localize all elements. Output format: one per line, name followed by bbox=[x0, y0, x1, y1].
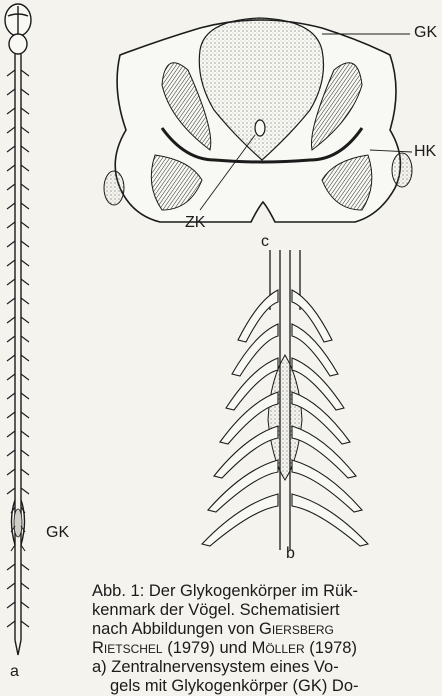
nerve-root bbox=[7, 393, 15, 399]
glycogen-body-a bbox=[14, 509, 22, 537]
figure-c-cross-section bbox=[90, 10, 420, 238]
nerve-root bbox=[21, 355, 29, 361]
nerve-root bbox=[7, 374, 15, 380]
caption-line-5: a) Zentralnervensystem eines Vo- bbox=[92, 658, 442, 677]
nerve-root bbox=[7, 564, 15, 570]
nerve-root bbox=[7, 621, 15, 627]
nerve-root bbox=[21, 393, 29, 399]
nerve-root bbox=[21, 298, 29, 304]
label-gk-a: GK bbox=[46, 524, 69, 542]
nerve-root bbox=[7, 488, 15, 494]
nerve-root bbox=[21, 184, 29, 190]
nerve-root bbox=[21, 146, 29, 152]
central-canal bbox=[255, 120, 265, 136]
caption-line-3: nach Abbildungen von Giersberg bbox=[92, 620, 442, 639]
nerve-root bbox=[21, 241, 29, 247]
caption-line-4: Rietschel (1979) und Möller (1978) bbox=[92, 639, 442, 658]
figure-b-dorsal-view bbox=[170, 250, 400, 550]
nerve-root bbox=[7, 241, 15, 247]
caption-line-1: Abb. 1: Der Glykogenkörper im Rük- bbox=[92, 582, 442, 601]
nerve-root bbox=[7, 298, 15, 304]
nerve-root bbox=[21, 621, 29, 627]
nerve-root bbox=[7, 412, 15, 418]
nerve-root-right bbox=[292, 494, 368, 546]
nerve-root bbox=[21, 412, 29, 418]
caption-line-4-mid: (1979) und bbox=[163, 639, 252, 657]
nerve-root bbox=[21, 260, 29, 266]
label-a: a bbox=[10, 663, 19, 681]
author-rietschel: Rietschel bbox=[92, 639, 163, 657]
nerve-root bbox=[21, 127, 29, 133]
nerve-root bbox=[7, 222, 15, 228]
nerve-root bbox=[21, 450, 29, 456]
nerve-root bbox=[21, 203, 29, 209]
nerve-root bbox=[21, 317, 29, 323]
label-c: c bbox=[261, 233, 269, 251]
nerve-root bbox=[21, 602, 29, 608]
label-zk-c: ZK bbox=[185, 214, 205, 232]
hofmann-nucleus-right bbox=[392, 153, 412, 187]
nerve-root bbox=[7, 108, 15, 114]
nerve-root bbox=[7, 184, 15, 190]
nerve-root bbox=[7, 260, 15, 266]
nerve-root bbox=[21, 165, 29, 171]
nerve-root bbox=[7, 602, 15, 608]
caption-line-3-text: nach Abbildungen von bbox=[92, 620, 259, 638]
nerve-root bbox=[7, 469, 15, 475]
author-giersberg: Giersberg bbox=[259, 620, 334, 638]
caption-line-2: kenmark der Vögel. Schematisiert bbox=[92, 601, 442, 620]
nerve-root bbox=[21, 89, 29, 95]
nerve-root bbox=[21, 374, 29, 380]
nerve-root bbox=[21, 583, 29, 589]
caption-line-6: gels mit Glykogenkörper (GK) Do- bbox=[92, 677, 442, 696]
nerve-root bbox=[21, 70, 29, 76]
nerve-root bbox=[7, 583, 15, 589]
nerve-root bbox=[7, 336, 15, 342]
nerve-root bbox=[21, 488, 29, 494]
nerve-root bbox=[21, 222, 29, 228]
nerve-root bbox=[21, 279, 29, 285]
nerve-root bbox=[7, 89, 15, 95]
nerve-root bbox=[7, 146, 15, 152]
nerve-root bbox=[7, 203, 15, 209]
nerve-root bbox=[7, 431, 15, 437]
label-hk-c: HK bbox=[414, 143, 436, 161]
figure-caption: Abb. 1: Der Glykogenkörper im Rük- kenma… bbox=[92, 582, 442, 696]
figure-a-spinal-cord bbox=[0, 0, 60, 660]
nerve-root bbox=[7, 165, 15, 171]
nerve-root bbox=[21, 108, 29, 114]
label-gk-c: GK bbox=[414, 24, 437, 42]
nerve-root bbox=[7, 127, 15, 133]
nerve-root bbox=[21, 564, 29, 570]
nerve-root bbox=[21, 469, 29, 475]
nerve-root bbox=[21, 431, 29, 437]
nerve-root bbox=[21, 336, 29, 342]
author-moeller: Möller bbox=[252, 639, 305, 657]
nerve-root bbox=[7, 70, 15, 76]
nerve-root bbox=[7, 279, 15, 285]
hofmann-nucleus-left bbox=[104, 171, 124, 205]
nerve-root-left bbox=[202, 494, 278, 546]
caption-line-4-post: (1978) bbox=[305, 639, 357, 657]
nerve-root bbox=[7, 317, 15, 323]
nerve-root bbox=[7, 355, 15, 361]
nerve-root bbox=[7, 450, 15, 456]
label-b: b bbox=[286, 545, 295, 563]
